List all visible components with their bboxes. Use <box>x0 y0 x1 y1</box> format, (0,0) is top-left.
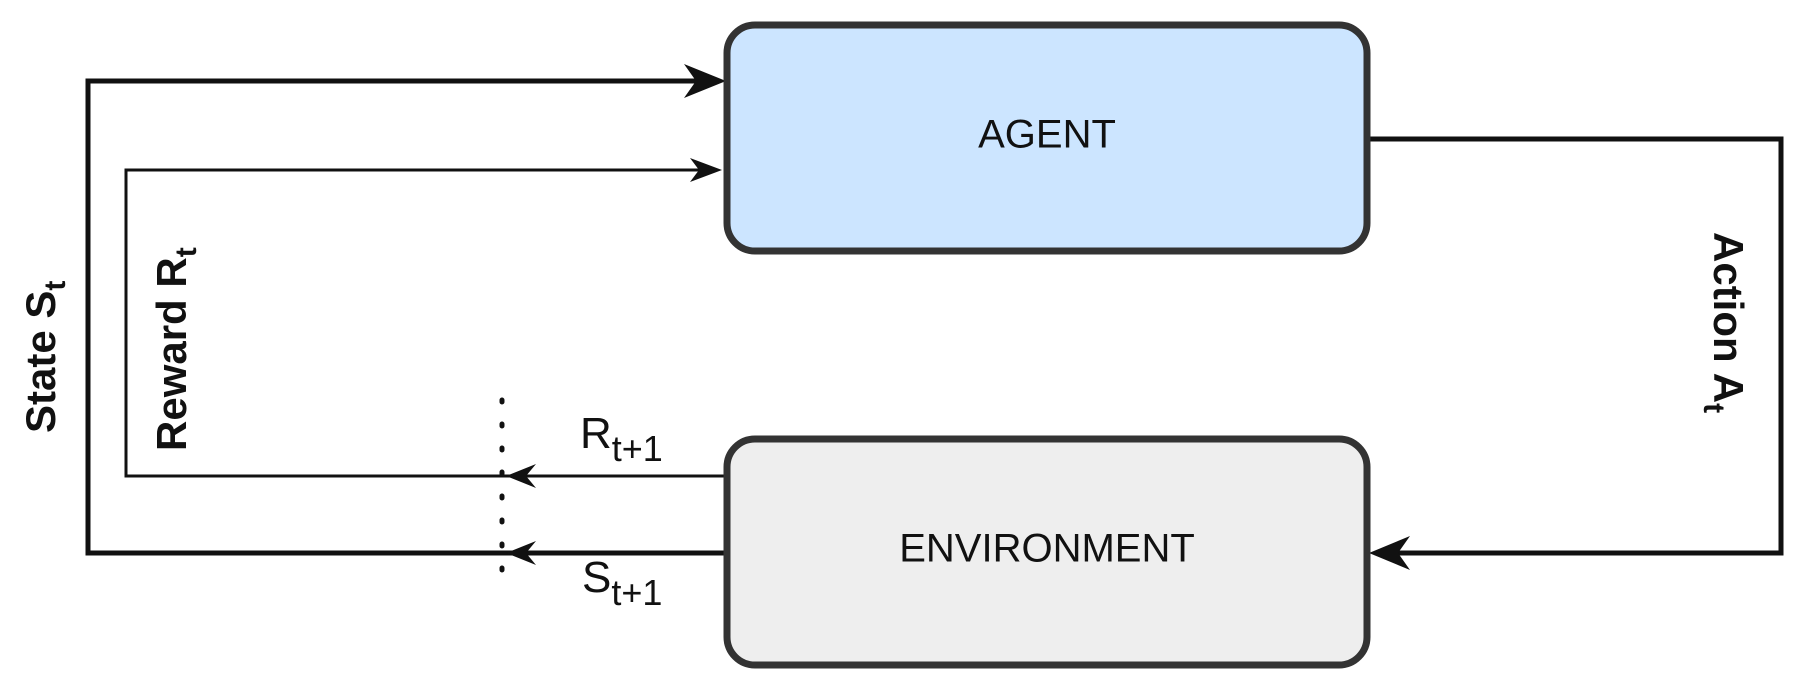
action-label: Action At <box>1697 232 1752 413</box>
action-arrowhead <box>1369 536 1410 570</box>
state-label: State St <box>17 281 72 433</box>
agent-label: AGENT <box>978 113 1116 157</box>
next-state-label: St+1 <box>582 553 662 613</box>
state-feedback-line <box>85 78 727 556</box>
next-reward-label: Rt+1 <box>580 409 663 469</box>
state-arrowhead <box>684 64 726 98</box>
environment-label: ENVIRONMENT <box>899 527 1195 571</box>
environment-box <box>723 435 1371 669</box>
reward-label: Reward Rt <box>148 247 203 451</box>
reward-arrowhead <box>690 158 722 182</box>
next-reward-arrowhead <box>506 464 536 488</box>
action-line <box>1366 136 1784 556</box>
reward-feedback-line <box>124 168 727 478</box>
agent-box <box>723 21 1371 255</box>
next-state-arrowhead <box>506 541 536 565</box>
